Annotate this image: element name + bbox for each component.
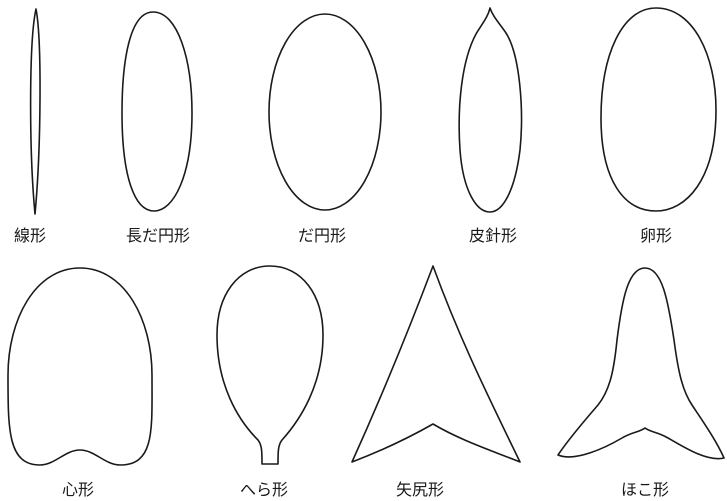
leaf-shape-oblong: 長だ円形	[121, 11, 193, 245]
cordate-label: 心形	[62, 480, 94, 499]
elliptic-label: だ円形	[298, 226, 346, 245]
lanceolate-label: 皮針形	[469, 226, 517, 245]
sagittate-label: 矢尻形	[396, 480, 444, 499]
leaf-shape-ovate: 卵形	[600, 7, 717, 245]
linear-label: 線形	[14, 226, 46, 245]
hastate-label: ほこ形	[621, 480, 669, 499]
leaf-shape-cordate: 心形	[7, 267, 153, 499]
leaf-shape-hastate: ほこ形	[557, 267, 725, 499]
leaf-shape-lanceolate: 皮針形	[458, 7, 523, 245]
leaf-shape-linear: 線形	[14, 8, 46, 245]
linear-leaf-outline	[29, 8, 41, 215]
leaf-shape-elliptic: だ円形	[268, 13, 382, 245]
hastate-leaf-outline	[557, 267, 725, 460]
spatulate-label: へら形	[240, 480, 288, 499]
leaf-shape-spatulate: へら形	[216, 265, 324, 499]
ovate-leaf-outline	[600, 7, 717, 212]
elliptic-leaf-outline	[268, 13, 382, 211]
cordate-leaf-outline	[7, 267, 153, 466]
oblong-leaf-outline	[121, 11, 193, 212]
spatulate-leaf-outline	[216, 265, 324, 465]
lanceolate-leaf-outline	[458, 7, 523, 213]
sagittate-leaf-outline	[351, 265, 521, 463]
ovate-label: 卵形	[640, 226, 672, 245]
oblong-label: 長だ円形	[126, 226, 190, 245]
leaf-shape-sagittate: 矢尻形	[351, 265, 521, 499]
